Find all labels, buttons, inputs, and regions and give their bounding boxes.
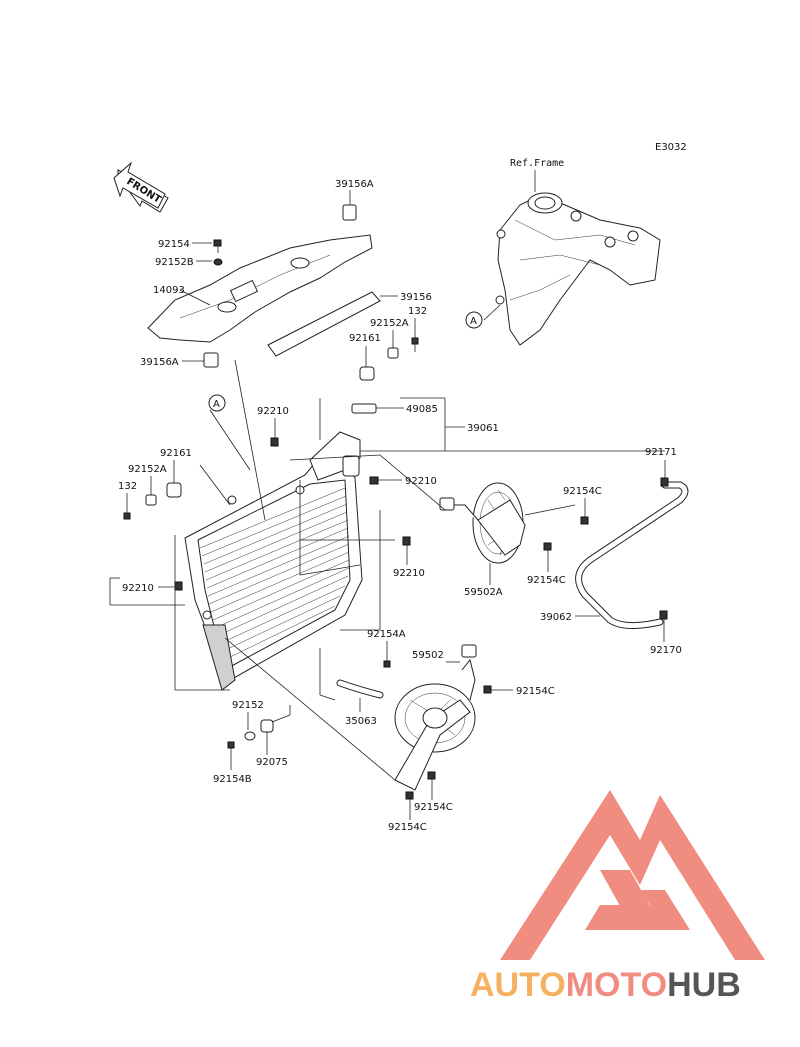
bolt-92154c-c	[483, 685, 513, 694]
label-92075: 92075	[256, 757, 288, 768]
label-92152a-top: 92152A	[370, 318, 409, 329]
diagram-code: E3032	[655, 142, 687, 153]
label-92152: 92152	[232, 700, 264, 711]
wordmark-hub: HUB	[667, 966, 741, 1004]
clip-92210-d	[402, 536, 411, 565]
bolt-92154	[192, 239, 222, 253]
bolt-132-top	[411, 318, 419, 352]
svg-text:AUTOMOTOHUB: AUTOMOTOHUB	[470, 966, 741, 1004]
label-39156a-bottom: 39156A	[140, 357, 179, 368]
label-92154a: 92154A	[367, 629, 406, 640]
collar-92152a-top	[387, 330, 399, 359]
rubber-39156a-bottom	[182, 352, 219, 368]
label-39156a-top: 39156A	[335, 179, 374, 190]
pipe-35063	[336, 679, 384, 712]
rubber-strip-39156	[267, 291, 398, 357]
automotohub-wordmark: AUTOMOTOHUB	[470, 966, 741, 1004]
label-132-left: 132	[118, 481, 137, 492]
radiator-core	[184, 431, 363, 691]
label-92210-c: 92210	[405, 476, 437, 487]
front-arrow-icon: FRONT	[113, 161, 169, 213]
label-39156: 39156	[400, 292, 432, 303]
radiator-fins	[199, 487, 350, 661]
label-92152b: 92152B	[155, 257, 194, 268]
frame-reference	[483, 170, 661, 346]
label-92154c-a: 92154C	[563, 486, 602, 497]
label-92154c-b: 92154C	[527, 575, 566, 586]
grommet-92161-left	[166, 460, 182, 498]
radiator-cap-49085	[351, 403, 404, 414]
label-92154c-e: 92154C	[388, 822, 427, 833]
clamp-92171	[660, 460, 669, 487]
label-92154b: 92154B	[213, 774, 252, 785]
label-39061: 39061	[467, 423, 499, 434]
rubber-39156a-top	[342, 190, 357, 221]
fan-59502	[394, 644, 477, 791]
collar-92075	[260, 705, 291, 755]
svg-text:A: A	[213, 399, 220, 410]
label-92170: 92170	[650, 645, 682, 656]
wordmark-auto: AUTO	[470, 966, 566, 1004]
label-132-top: 132	[408, 306, 427, 317]
label-92210-a: 92210	[257, 406, 289, 417]
bolt-92154c-e	[405, 791, 414, 820]
bolt-132-left	[123, 493, 131, 520]
radiator-shroud-14093	[147, 234, 373, 343]
fan-59502a	[439, 482, 526, 585]
svg-text:A: A	[470, 316, 477, 327]
bolt-92154a	[383, 641, 391, 668]
bolt-92154c-d	[427, 771, 436, 800]
washer-92152	[244, 712, 256, 741]
bolt-92154b	[227, 741, 235, 770]
label-92161-left: 92161	[160, 448, 192, 459]
label-92161-top: 92161	[349, 333, 381, 344]
callout-a-frame: A	[465, 311, 483, 329]
hose-39062	[575, 481, 689, 629]
label-92210-b: 92210	[122, 583, 154, 594]
collar-92152a-left	[145, 476, 157, 506]
callout-a-radiator: A	[208, 394, 251, 471]
bolt-92154c-b	[543, 542, 552, 572]
label-59502: 59502	[412, 650, 444, 661]
automotohub-watermark-logo	[500, 790, 765, 960]
label-59502a: 59502A	[464, 587, 503, 598]
label-49085: 49085	[406, 404, 438, 415]
clamp-92170	[659, 610, 668, 642]
clip-92210-a	[270, 418, 279, 447]
clip-92210-c	[369, 476, 402, 485]
clip-92210-b	[158, 581, 183, 591]
label-92154: 92154	[158, 239, 190, 250]
bolt-92154c-a	[524, 498, 589, 525]
label-92154c-d: 92154C	[414, 802, 453, 813]
label-39062: 39062	[540, 612, 572, 623]
label-92171: 92171	[645, 447, 677, 458]
label-14093: 14093	[153, 285, 185, 296]
grommet-92161-top	[359, 346, 375, 381]
label-92152a-left: 92152A	[128, 464, 167, 475]
label-92154c-c: 92154C	[516, 686, 555, 697]
ref-frame-label: Ref.Frame	[510, 158, 564, 169]
label-92210-d: 92210	[393, 568, 425, 579]
washer-92152b	[196, 258, 223, 266]
wordmark-moto: MOTO	[566, 966, 667, 1004]
label-35063: 35063	[345, 716, 377, 727]
